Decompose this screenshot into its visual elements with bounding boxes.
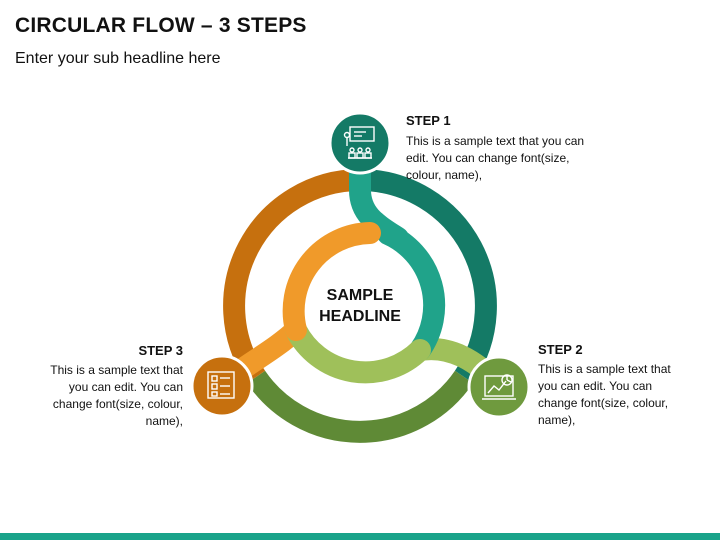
inner-arc-step2 bbox=[285, 319, 431, 384]
page-title: CIRCULAR FLOW – 3 STEPS bbox=[15, 14, 307, 37]
bottom-accent-bar bbox=[0, 533, 720, 540]
step3-title: STEP 3 bbox=[138, 343, 183, 358]
outer-arc-step2 bbox=[246, 370, 474, 443]
center-headline-line2: HEADLINE bbox=[319, 308, 401, 325]
presentation-icon bbox=[343, 126, 375, 159]
step3-text: This is a sample text that you can edit.… bbox=[50, 363, 183, 428]
page-subtitle: Enter your sub headline here bbox=[15, 50, 221, 67]
step1-text: This is a sample text that you can edit.… bbox=[406, 134, 585, 182]
step1-icon-circle bbox=[328, 111, 392, 175]
step1-title: STEP 1 bbox=[406, 113, 451, 128]
step3-icon-circle bbox=[190, 354, 254, 418]
outer-arc-step3 bbox=[223, 169, 361, 384]
center-headline: SAMPLE HEADLINE bbox=[300, 285, 420, 327]
inner-arc-step3 bbox=[282, 222, 381, 341]
step2-title: STEP 2 bbox=[538, 342, 583, 357]
step2-text: This is a sample text that you can edit.… bbox=[538, 362, 671, 427]
analytics-report-icon bbox=[482, 374, 516, 400]
step2-icon-circle bbox=[467, 355, 531, 419]
center-headline-line1: SAMPLE bbox=[326, 287, 394, 304]
inner-arc-step1 bbox=[377, 223, 446, 361]
checklist-icon bbox=[207, 371, 235, 399]
outer-arc-step1 bbox=[359, 169, 497, 384]
